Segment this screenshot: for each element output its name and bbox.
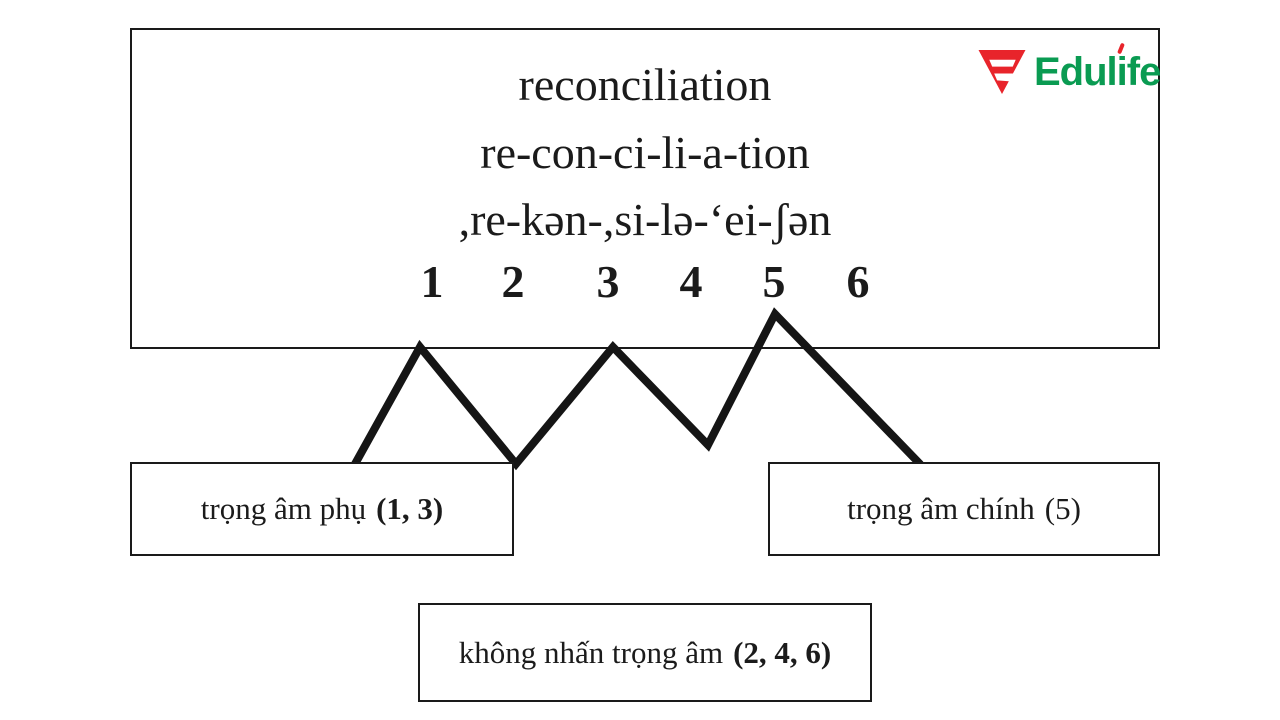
brand-prefix: Edul <box>1034 50 1118 94</box>
syllable-number-2: 2 <box>501 256 525 307</box>
primary-stress-numbers: (5) <box>1044 491 1081 526</box>
syllable-number-5: 5 <box>762 256 786 307</box>
word-text: reconciliation <box>518 59 772 110</box>
edulife-triangle-icon <box>978 49 1026 95</box>
edulife-brand-text: Edul i fe <box>1034 42 1162 94</box>
word-card-box <box>130 28 1160 349</box>
syllable-number-3: 3 <box>596 256 620 307</box>
primary-stress-label: trọng âm chính <box>847 491 1035 526</box>
secondary-stress-box: trọng âm phụ (1, 3) <box>130 462 514 556</box>
syllable-number-4: 4 <box>679 256 703 307</box>
primary-stress-box: trọng âm chính (5) <box>768 462 1160 556</box>
brand-i: i <box>1117 42 1128 92</box>
secondary-stress-numbers: (1, 3) <box>376 491 444 526</box>
syllable-number-6: 6 <box>846 256 870 307</box>
brand-suffix: fe <box>1126 50 1162 94</box>
unstressed-box: không nhấn trọng âm (2, 4, 6) <box>418 603 872 702</box>
syllable-breakdown: re-con-ci-li-a-tion <box>480 127 810 178</box>
unstressed-label: không nhấn trọng âm <box>458 634 724 670</box>
syllable-number-1: 1 <box>420 256 444 307</box>
secondary-stress-label: trọng âm phụ <box>200 491 367 526</box>
edulife-logo: Edul i fe <box>977 42 1162 95</box>
unstressed-numbers: (2, 4, 6) <box>733 634 832 670</box>
phonetic-transcription: ,re-kən-,si-lə-ʻei-ʃən <box>458 194 832 245</box>
